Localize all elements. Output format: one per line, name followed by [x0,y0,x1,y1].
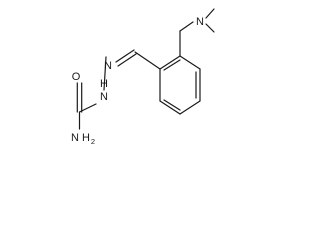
bond-amine-methyl-upper [205,8,215,19]
atom-amine-nitrogen: N [196,16,204,28]
atom-hydrazide-nh-hydrogen: H [100,78,108,90]
ring-bond-5-6 [179,55,201,70]
ring-inner-double-2-3 [163,99,181,111]
atom-amide-oxygen: O [72,71,81,83]
bond-imine-carbon-ring [134,51,161,70]
bond-amine-methyl-lower [205,23,215,33]
atom-imine-nitrogen: N [104,60,112,72]
ring-inner-double-6-1 [163,59,181,71]
atom-amide-nitrogen: N [71,132,79,144]
bond-methylene-amine-nitrogen [179,21,194,32]
bond-carbonyl-hydrazide-nitrogen [78,103,97,113]
ring-bond-6-1 [159,55,181,70]
skeletal-structure-diagram: O H N N N H 2 N [71,8,215,146]
bond-imine-b [117,53,137,67]
ring-bond-3-4 [179,100,201,115]
bond-hydrazide-imine-nitrogen [103,56,107,91]
atom-amide-nitrogen-h-count: 2 [91,137,95,146]
atom-hydrazide-nh-nitrogen: N [100,91,108,103]
ring-bond-2-3 [159,100,181,115]
atom-amide-nitrogen-hydrogen: H [82,132,90,144]
bond-imine-a [115,49,135,63]
